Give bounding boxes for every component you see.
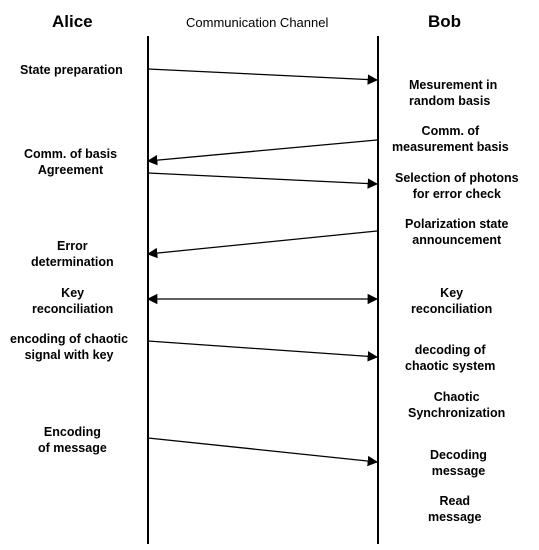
bob-label-message-decoding: Decoding message bbox=[430, 448, 487, 478]
alice-label-message-encoding: Encoding of message bbox=[38, 425, 107, 455]
bob-label-key-reconciliation: Key reconciliation bbox=[411, 286, 493, 316]
alice-label-state-preparation: State preparation bbox=[20, 63, 123, 77]
arrow-state-preparation bbox=[147, 68, 379, 85]
bob-label-photon-selection: Selection of photons for error check bbox=[395, 171, 519, 201]
bob-header: Bob bbox=[428, 12, 462, 31]
arrow-basis-agreement bbox=[147, 172, 379, 189]
bob-label-chaotic-decoding: decoding of chaotic system bbox=[405, 343, 496, 373]
bob-label-synchronization: Chaotic Synchronization bbox=[408, 390, 506, 420]
alice-lifeline bbox=[147, 36, 149, 544]
arrow-comm-measurement-basis bbox=[146, 139, 378, 166]
arrow-chaotic-signal bbox=[147, 340, 379, 362]
bob-lifeline bbox=[377, 36, 379, 544]
alice-label-error-determination: Error determination bbox=[31, 239, 114, 269]
alice-header: Alice bbox=[52, 12, 93, 31]
bob-label-polarization: Polarization state announcement bbox=[405, 217, 509, 247]
bob-label-comm-measurement-basis: Comm. of measurement basis bbox=[392, 124, 509, 154]
channel-header: Communication Channel bbox=[186, 15, 329, 30]
bob-label-read-message: Read message bbox=[428, 494, 482, 524]
arrow-polarization-announcement bbox=[146, 230, 378, 259]
arrow-encoded-message bbox=[147, 437, 379, 467]
alice-label-key-reconciliation: Key reconciliation bbox=[32, 286, 114, 316]
bob-label-measurement: Mesurement in random basis bbox=[409, 78, 498, 108]
alice-label-chaotic-encoding: encoding of chaotic signal with key bbox=[10, 332, 129, 362]
alice-label-basis-agreement: Comm. of basis Agreement bbox=[24, 147, 118, 177]
